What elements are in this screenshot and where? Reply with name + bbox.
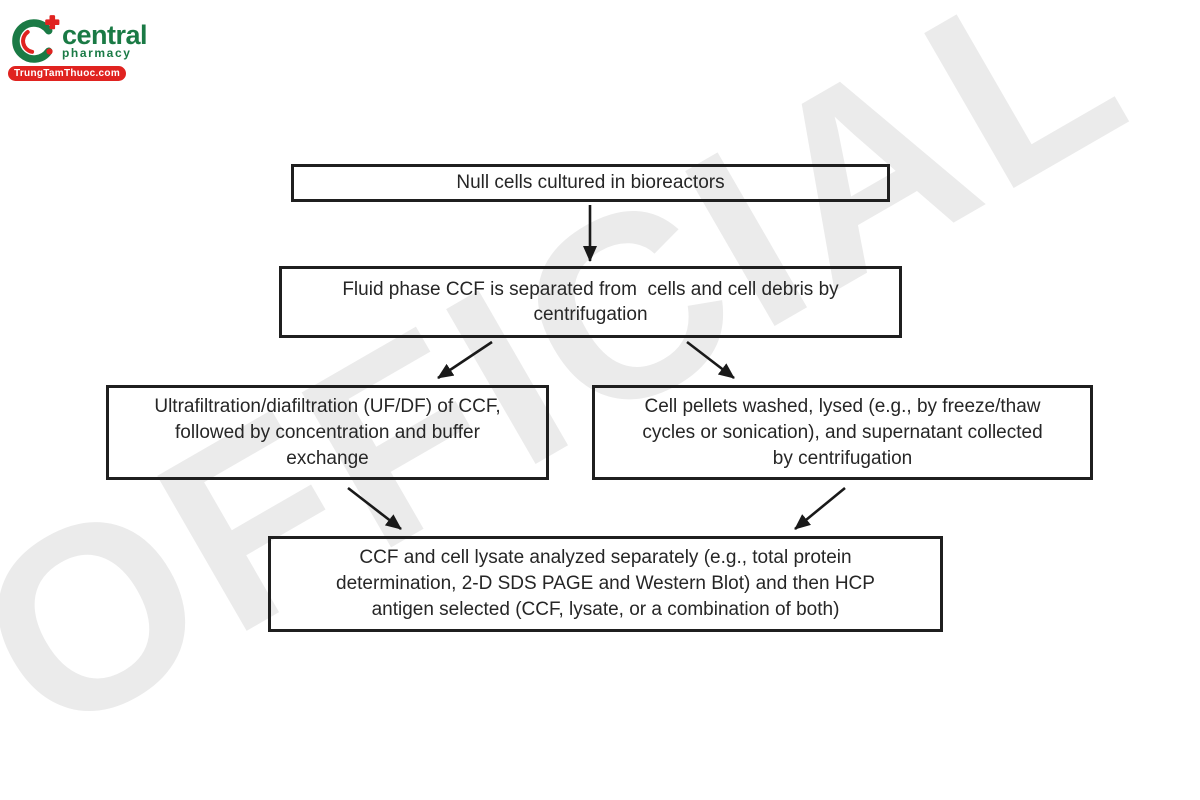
arrow-ccf-to-pellets	[686, 340, 735, 380]
node-text-line: Null cells cultured in bioreactors	[456, 172, 725, 193]
node-text-line: followed by concentration and buffer	[175, 421, 480, 443]
logo-tagline-text: pharmacy	[62, 45, 132, 60]
node-text-line: exchange	[286, 447, 369, 469]
node-text-line: by centrifugation	[772, 447, 913, 469]
node-text-line: Cell pellets washed, lysed (e.g., by fre…	[644, 395, 1041, 417]
central-pharmacy-logo: central pharmacy TrungTamThuoc.com	[8, 12, 148, 81]
node-text-line: cycles or sonication), and supernatant c…	[642, 421, 1043, 443]
node-text-line: Ultrafiltration/diafiltration (UF/DF) of…	[154, 395, 501, 417]
arrow-ccf-to-ufdf	[437, 340, 493, 380]
flow-node-cell-pellets: Cell pellets washed, lysed (e.g., by fre…	[592, 385, 1093, 480]
central-pharmacy-c-icon	[12, 15, 60, 63]
flow-node-analysis: CCF and cell lysate analyzed separately …	[268, 536, 943, 632]
node-text-line: antigen selected (CCF, lysate, or a comb…	[371, 599, 840, 620]
node-text-line: centrifugation	[533, 304, 648, 325]
node-text-line: determination, 2-D SDS PAGE and Western …	[336, 573, 875, 594]
flow-node-uf-df: Ultrafiltration/diafiltration (UF/DF) of…	[106, 385, 549, 480]
flow-node-null-cells: Null cells cultured in bioreactors	[291, 164, 890, 202]
arrow-ufdf-to-analysis	[347, 486, 402, 531]
logo-banner: TrungTamThuoc.com	[8, 66, 126, 81]
flow-node-ccf-separation: Fluid phase CCF is separated from cells …	[279, 266, 902, 338]
logo-brand-text: central	[62, 19, 148, 50]
arrow-pellets-to-analysis	[794, 486, 846, 531]
node-text-line: CCF and cell lysate analyzed separately …	[359, 547, 852, 568]
node-text-line: Fluid phase CCF is separated from cells …	[342, 279, 839, 300]
